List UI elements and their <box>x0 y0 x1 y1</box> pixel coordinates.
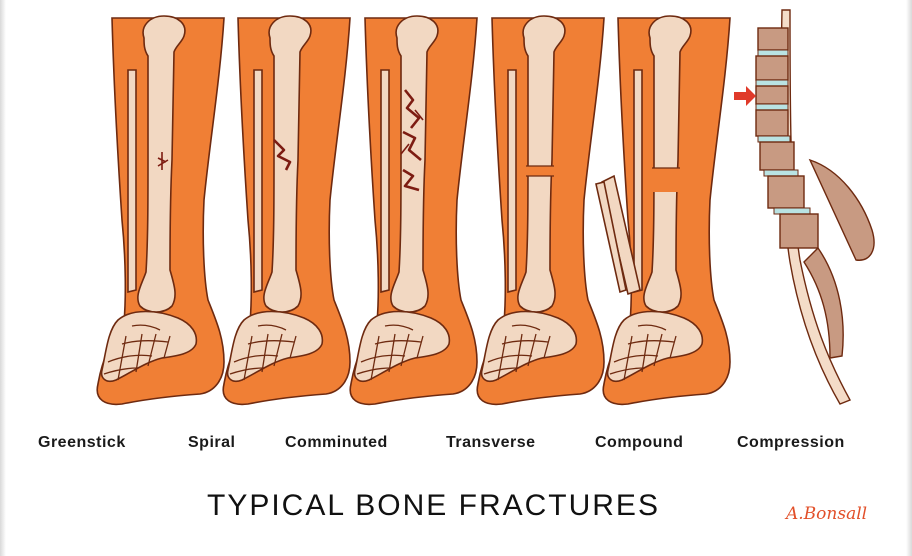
diagram-title: TYPICAL BONE FRACTURES <box>207 489 660 523</box>
label-comminuted: Comminuted <box>285 434 388 452</box>
compression-arrow-icon <box>734 86 756 106</box>
label-compression: Compression <box>737 434 845 452</box>
label-greenstick: Greenstick <box>38 434 126 452</box>
label-compound: Compound <box>595 434 683 452</box>
comminuted-leg-drawing <box>350 16 477 404</box>
compression-spine-drawing <box>734 10 874 404</box>
transverse-leg-drawing <box>477 16 604 404</box>
label-transverse: Transverse <box>446 434 536 452</box>
spiral-leg-drawing <box>223 16 350 404</box>
artist-signature: A.Bonsall <box>786 504 867 524</box>
greenstick-leg-drawing <box>97 16 224 404</box>
compound-leg-drawing <box>596 16 730 404</box>
label-spiral: Spiral <box>188 434 235 452</box>
